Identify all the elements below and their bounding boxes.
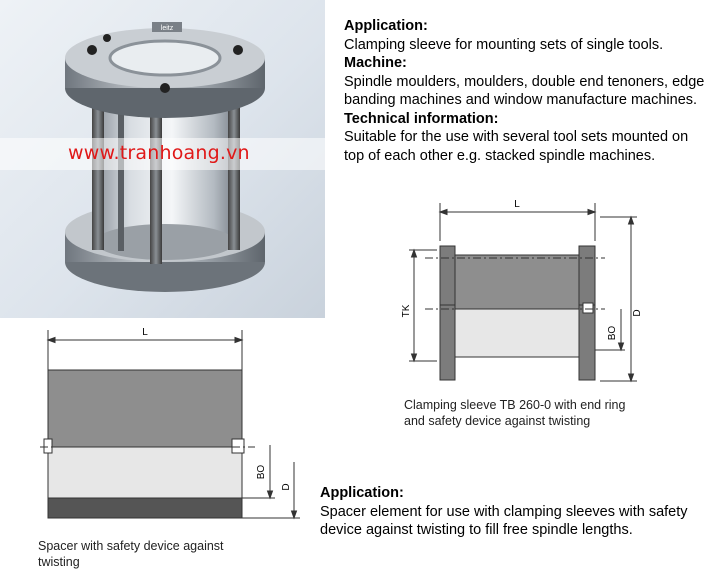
machine-heading: Machine: (344, 55, 407, 71)
sleeve-label-BO: BO (607, 326, 618, 341)
spacer-caption-line1: Spacer with safety device against (38, 539, 224, 553)
spacer-application-text: Spacer element for use with clamping sle… (320, 503, 688, 539)
sleeve-label-TK: TK (401, 304, 412, 317)
spacer-caption-line2: twisting (38, 555, 80, 569)
product-photo: leitz (0, 0, 325, 318)
application-text: Clamping sleeve for mounting sets of sin… (344, 36, 664, 53)
sleeve-caption-line1: Clamping sleeve TB 260-0 with end ring (404, 398, 626, 412)
spacer-label-D: D (281, 483, 292, 490)
sleeve-label-L: L (514, 199, 520, 210)
spacer-drawing: L BO D (40, 327, 300, 520)
spacer-caption: Spacer with safety device against twisti… (38, 538, 298, 570)
description-bottom: Application: Spacer element for use with… (320, 484, 710, 540)
spacer-label-L: L (142, 327, 148, 338)
sleeve-caption-line2: and safety device against twisting (404, 414, 591, 428)
technical-text: Suitable for the use with several tool s… (344, 129, 689, 164)
description-top: Application: Clamping sleeve for mountin… (344, 17, 710, 165)
watermark-text: www.tranhoang.vn (68, 142, 250, 164)
clamping-sleeve-illustration: leitz (65, 22, 265, 292)
clamping-sleeve-drawing: L TK BO D (401, 199, 643, 383)
watermark-band (0, 138, 325, 170)
technical-heading: Technical information: (344, 110, 499, 127)
spacer-label-BO: BO (256, 465, 267, 480)
sleeve-label-D: D (632, 309, 643, 316)
application-heading: Application: (344, 18, 428, 34)
sleeve-caption: Clamping sleeve TB 260-0 with end ring a… (404, 397, 664, 429)
spacer-application-heading: Application: (320, 485, 404, 501)
machine-text: Spindle moulders, moulders, double end t… (344, 73, 705, 109)
product-label: leitz (161, 25, 174, 32)
